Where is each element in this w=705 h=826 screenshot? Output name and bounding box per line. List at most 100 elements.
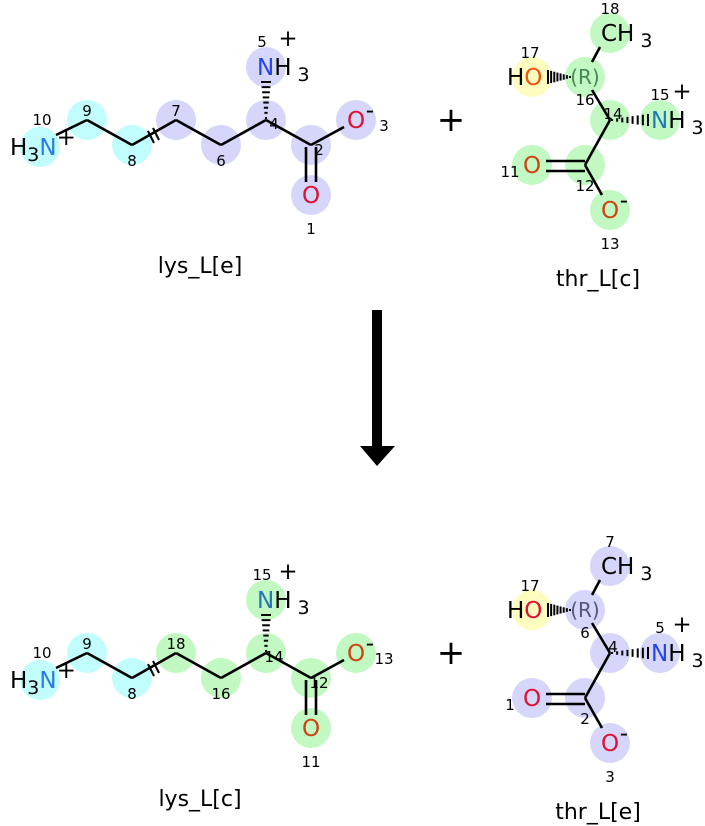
charge-label: + [672,612,691,638]
plus-sign-products: + [437,633,466,673]
atom-label: CH 3 [601,21,653,52]
element-symbol: O [601,731,620,757]
atom-highlight [590,723,630,763]
atom-highlight [20,127,60,167]
atom-map-number: 4 [269,115,279,133]
atom-map-number: 11 [301,753,320,771]
bond-break-mark [152,127,160,141]
bond [583,652,612,699]
bond-break-mark [147,130,155,144]
bond [55,118,88,137]
atom-map-number: 10 [32,644,51,662]
element-symbol: CH [601,21,634,47]
subscript: 3 [686,117,704,139]
atom-map-number: 12 [575,177,594,195]
stereo-label: (R) [570,598,600,622]
bond [86,651,133,680]
plus-sign-reactants: + [437,100,466,140]
subscript: 3 [292,64,310,86]
charge-label: + [57,125,76,151]
bond-break-mark [147,663,155,677]
atom-label: O [302,716,320,742]
bond [175,118,222,147]
molecule-name: thr_L[c] [556,267,640,292]
atom-map-number: 2 [314,141,324,159]
charge-label: - [366,631,374,657]
element-symbol: O [524,65,542,91]
bond [590,89,612,121]
atom-map-number: 5 [655,619,665,637]
atom-label: O- [347,98,374,134]
atom-map-number: 8 [127,152,137,170]
element-symbol: N [39,135,56,161]
element-symbol: O [523,686,541,712]
atom-label: NH 3 [651,641,704,672]
atom-map-number: 14 [264,648,283,666]
element-symbol: N [257,55,274,81]
atom-label: (R) [570,65,600,89]
atom-map-number: 7 [171,102,181,120]
atom-map-number: 2 [580,710,590,728]
atom-highlight [336,633,376,673]
atom-map-number: 11 [500,163,519,181]
hydrogen-prefix: H [507,65,524,91]
atom-label: HO [507,598,542,624]
atom-highlight [20,660,60,700]
atom-map-number: 1 [505,696,515,714]
element-symbol: O [347,108,366,134]
subscript: 3 [27,144,39,166]
atom-highlight [565,590,605,630]
bond [131,118,177,147]
bond [310,125,345,147]
atom-map-number: 3 [379,117,389,135]
atom-map-number: 17 [520,577,539,595]
atom-label: HO [507,65,542,91]
hydrogen-suffix: H [274,588,291,614]
charge-label: + [672,79,691,105]
atom-map-number: 10 [32,111,51,129]
atom-highlight [246,47,286,87]
bond [310,658,345,680]
atom-highlight [512,57,552,97]
atom-highlight [512,678,552,718]
hydrogen-suffix: H [668,108,685,134]
atom-highlight [590,546,630,586]
atom-highlight [565,57,605,97]
molecule-name: lys_L[c] [158,787,241,812]
hydrogen-suffix: H [668,641,685,667]
atom-highlight [291,708,331,748]
atom-highlight [336,100,376,140]
atom-map-number: 12 [309,674,328,692]
atom-map-number: 15 [650,86,669,104]
atom-highlight [512,590,552,630]
atom-map-number: 16 [575,91,594,109]
subscript: 3 [634,30,652,52]
charge-label: - [366,98,374,124]
arrow-head [360,446,395,466]
subscript: 3 [634,563,652,585]
atom-map-number: 7 [605,533,615,551]
atom-map-number: 18 [166,635,185,653]
subscript: 3 [686,650,704,672]
element-symbol: N [39,668,56,694]
molecule-name: thr_L[e] [555,800,641,825]
atom-label: O- [601,721,628,757]
atom-highlight [291,175,331,215]
hashed-wedge-bond [547,70,571,84]
atom-map-number: 14 [603,105,622,123]
bond [220,118,267,147]
element-symbol: O [347,641,366,667]
molecule-name: lys_L[e] [158,254,243,279]
atom-map-number: 1 [306,220,316,238]
bond [131,651,177,680]
atom-map-number: 9 [82,635,92,653]
bond [590,622,612,654]
bond [583,119,612,166]
atom-map-number: 6 [216,152,226,170]
bond [265,651,312,680]
bond [583,164,604,196]
atom-map-number: 13 [374,650,393,668]
atom-map-number: 8 [127,685,137,703]
